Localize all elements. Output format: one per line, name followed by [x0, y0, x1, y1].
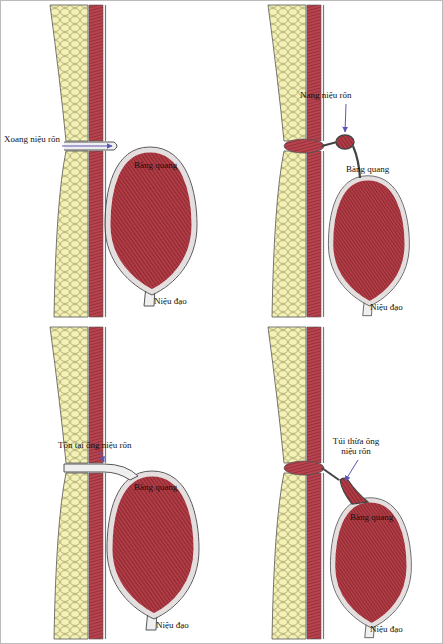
part-label: Bàng quang [346, 164, 389, 174]
leader-arrow [62, 146, 112, 147]
part-label: Tồn tại ống niệu rốn [58, 440, 132, 450]
panel-patent [50, 327, 199, 639]
part-label: Bàng quang [134, 160, 177, 170]
bladder-shape [105, 147, 197, 306]
patent-tube [64, 464, 138, 480]
leader-arrow [345, 104, 346, 132]
abdominal-wall [268, 5, 324, 317]
abdominal-wall [50, 5, 106, 317]
part-label: Bàng quang [134, 482, 177, 492]
part-label: Niệu đạo [370, 624, 403, 634]
abdominal-wall [268, 327, 324, 639]
panel-cyst [268, 5, 409, 317]
part-label: Túi thừa ống niệu rốn [325, 436, 387, 456]
abdominal-wall [50, 327, 106, 639]
leader-arrow [100, 452, 104, 462]
urachal-cord [322, 468, 339, 480]
diverticulum-pouch [340, 478, 368, 504]
part-label: Bàng quang [350, 512, 393, 522]
part-label: Niệu đạo [156, 620, 189, 630]
part-label: Nang niệu rốn [300, 90, 352, 100]
umbilical-nub [284, 461, 324, 475]
part-label: Niệu đạo [370, 302, 403, 312]
bladder-shape [328, 176, 409, 316]
umbilical-nub [284, 139, 324, 153]
bladder-shape [330, 498, 411, 638]
bladder-shape [107, 471, 199, 630]
part-label: Niệu đạo [154, 296, 187, 306]
part-label: Xoang niệu rốn [4, 134, 60, 144]
panel-diverticulum [268, 327, 411, 639]
cyst-shape [336, 135, 354, 149]
leader-arrow [345, 460, 358, 481]
panel-sinus [50, 5, 197, 317]
